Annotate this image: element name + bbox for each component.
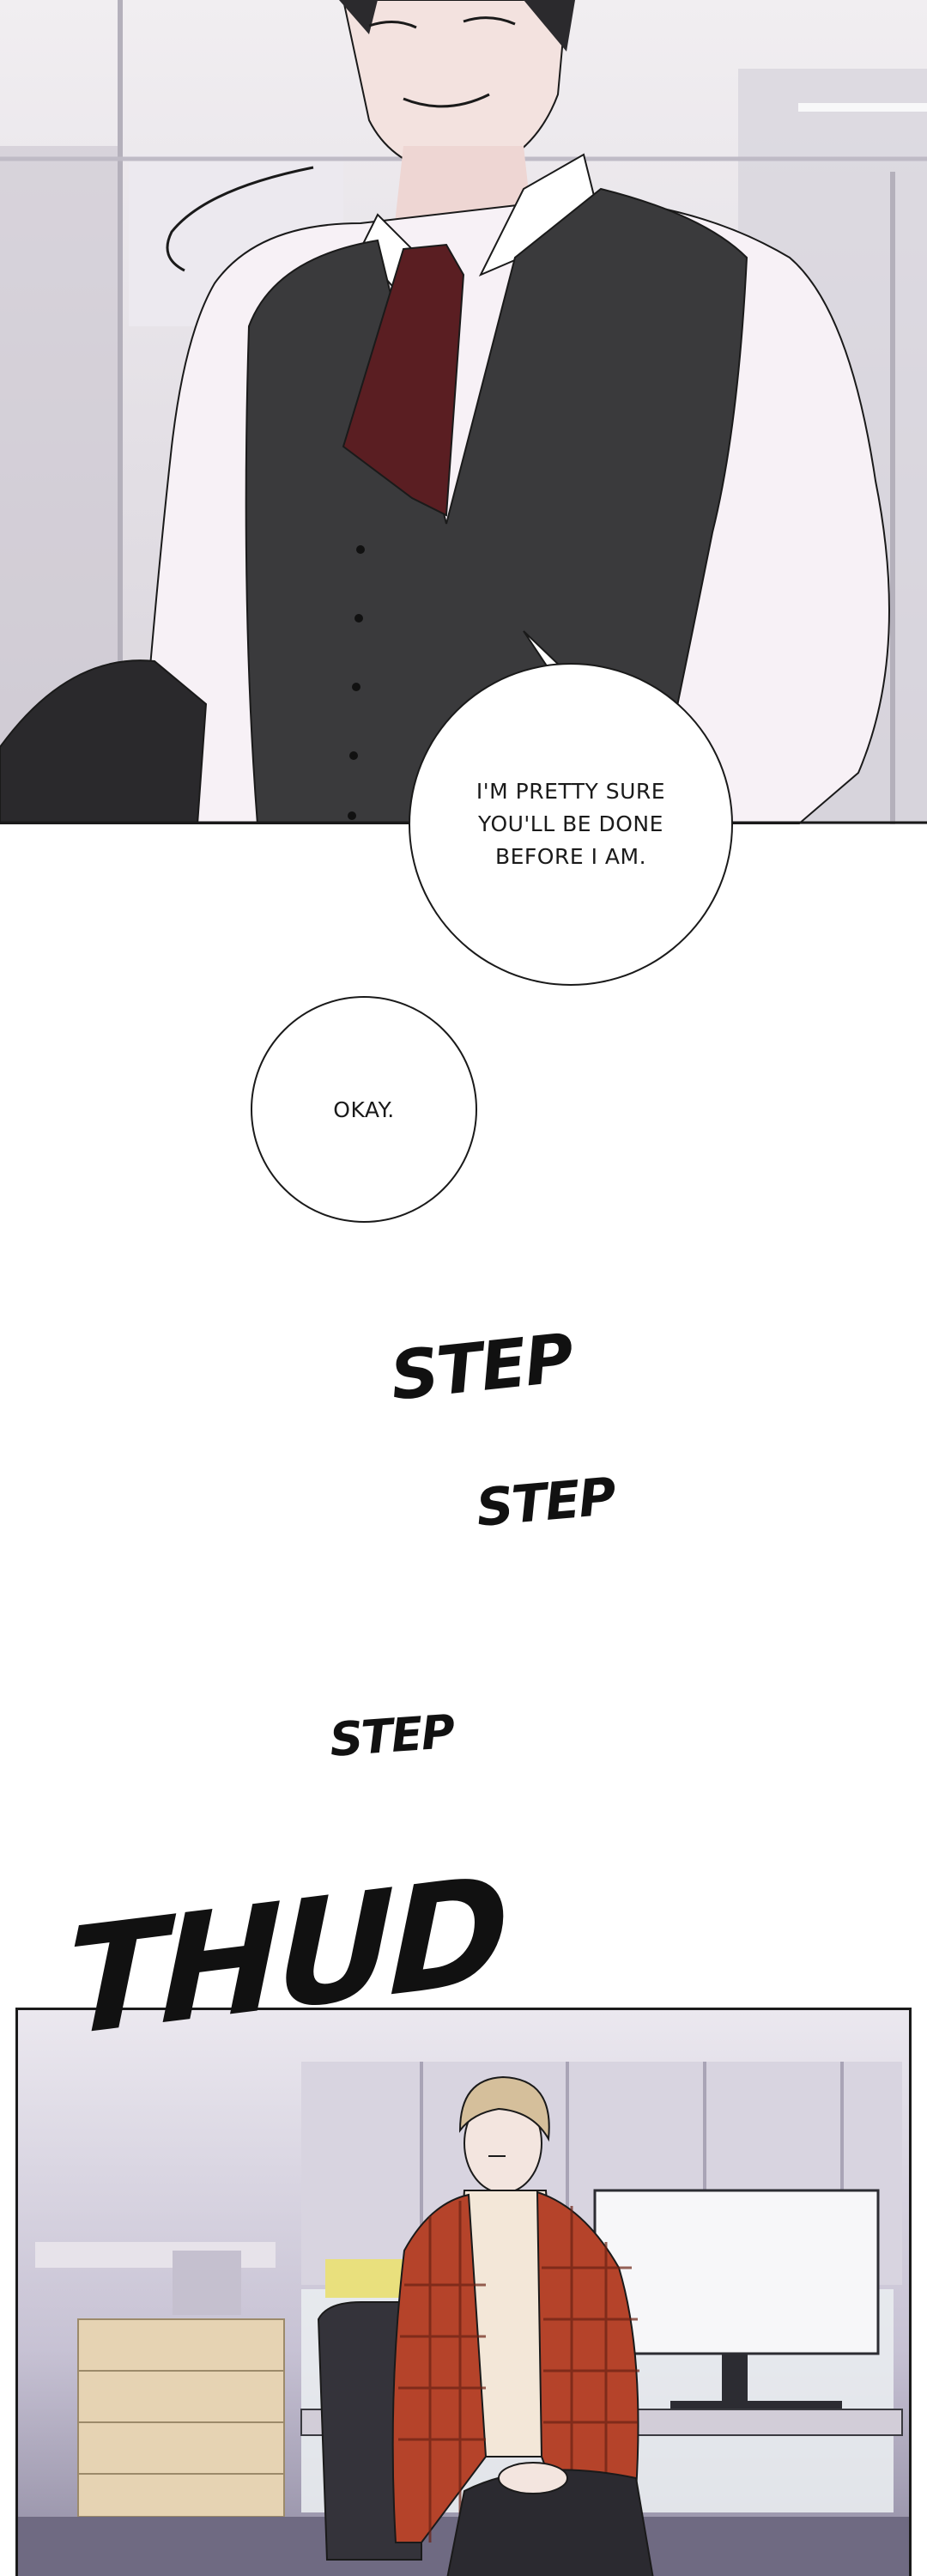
speech-bubble-okay: OKAY. xyxy=(251,996,477,1223)
vest-button xyxy=(354,614,363,623)
smile xyxy=(403,93,490,108)
vest-button xyxy=(349,751,358,760)
illustration-man-in-vest xyxy=(0,0,927,824)
panel-man-in-vest xyxy=(0,0,927,824)
vest-button xyxy=(352,683,360,691)
neck xyxy=(395,146,532,223)
speech-bubble-done-before: I'M PRETTY SURE YOU'LL BE DONE BEFORE I … xyxy=(409,663,733,986)
sound-effect-step: STEP xyxy=(327,1704,456,1767)
motion-line xyxy=(166,166,314,272)
computer-monitor xyxy=(593,2189,880,2355)
speech-bubble-text: I'M PRETTY SURE YOU'LL BE DONE BEFORE I … xyxy=(476,779,666,869)
plaid-jacket-left xyxy=(391,2193,488,2543)
panel-man-at-desk xyxy=(15,2008,912,2576)
filing-cabinet xyxy=(77,2318,285,2518)
jacket-on-arm xyxy=(0,659,208,824)
ceiling-light xyxy=(798,103,927,112)
binders xyxy=(173,2251,241,2315)
illustration-office-desk xyxy=(18,2062,909,2576)
sound-effect-step: STEP xyxy=(474,1467,617,1539)
vest-button xyxy=(356,545,365,554)
blond-hair xyxy=(458,2075,550,2142)
eye-left xyxy=(368,21,417,29)
plaid-pattern xyxy=(398,2201,639,2543)
vest-button xyxy=(348,811,356,820)
tie xyxy=(342,243,465,517)
hands xyxy=(498,2462,568,2494)
sound-effect-step: STEP xyxy=(386,1320,576,1416)
plaid-jacket-right xyxy=(536,2190,639,2527)
monitor-stand xyxy=(722,2354,748,2401)
hair-right xyxy=(524,0,575,52)
eye-right xyxy=(463,16,516,26)
speech-bubble-text: OKAY. xyxy=(333,1097,395,1122)
hair xyxy=(339,0,378,34)
